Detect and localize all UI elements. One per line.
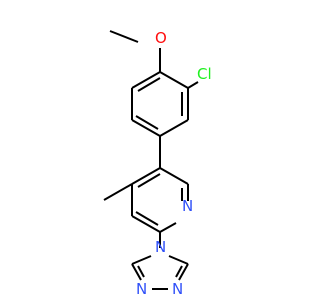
bond-pyridine-4-double — [135, 211, 159, 226]
structure-drawing: O Cl N N N N — [103, 29, 212, 298]
bond-aryl-3 — [159, 119, 189, 137]
bond-triazole-2-double — [137, 265, 145, 278]
bond-methyl-oxygen — [109, 30, 139, 43]
bond-triazole-2 — [131, 263, 142, 281]
bond-aryl-1 — [159, 71, 189, 89]
chlorine-atom: Cl — [197, 65, 212, 83]
bond-aryl-chlorine — [187, 81, 199, 89]
bond-pyridine-4 — [131, 215, 161, 233]
triazole-n2-atom: N — [172, 280, 183, 298]
bond-aryl-6-double — [137, 77, 161, 92]
bond-aryl-4 — [131, 119, 161, 137]
bond-triazole-4-double — [175, 265, 183, 278]
bond-pyridine-3 — [159, 222, 177, 233]
bond-methyl — [103, 183, 133, 201]
bond-pyridine-6 — [131, 167, 161, 185]
molecule-canvas: O Cl N N N N — [103, 29, 212, 298]
bond-aryl-6 — [131, 71, 161, 89]
oxygen-atom: O — [155, 29, 167, 47]
bond-triazole-5 — [168, 255, 189, 265]
bond-triazole-4 — [178, 263, 189, 281]
bond-triazole-1 — [131, 255, 152, 265]
triazole-n1-atom: N — [136, 280, 147, 298]
bond-pyridine-1 — [159, 167, 189, 185]
bond-aryl-4-double — [135, 115, 159, 130]
triazole-n4-atom: N — [155, 238, 166, 256]
pyridine-nitrogen-atom: N — [182, 197, 193, 215]
bond-pyridine-6-double — [137, 173, 161, 188]
